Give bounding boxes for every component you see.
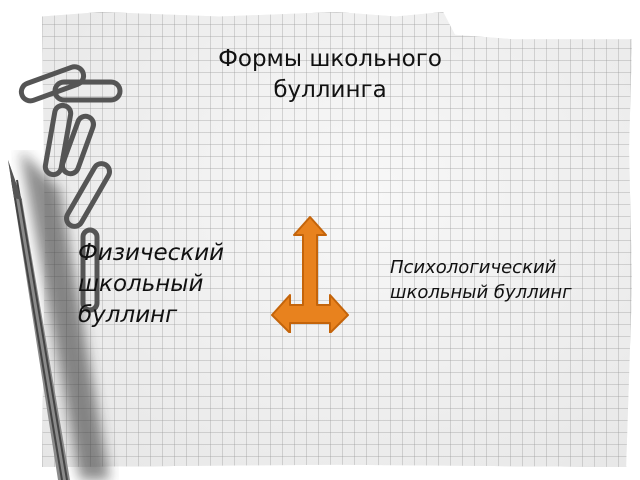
split-arrow-icon — [271, 216, 349, 333]
physical-bullying-label: Физический школьный буллинг — [78, 240, 225, 328]
pencil-icon — [8, 150, 110, 480]
slide-title: Формы школьного буллинга — [218, 46, 442, 103]
graph-paper-background — [42, 12, 632, 467]
psychological-bullying-label: Психологический школьный буллинг — [390, 257, 572, 303]
paperclip-icon — [18, 64, 123, 313]
